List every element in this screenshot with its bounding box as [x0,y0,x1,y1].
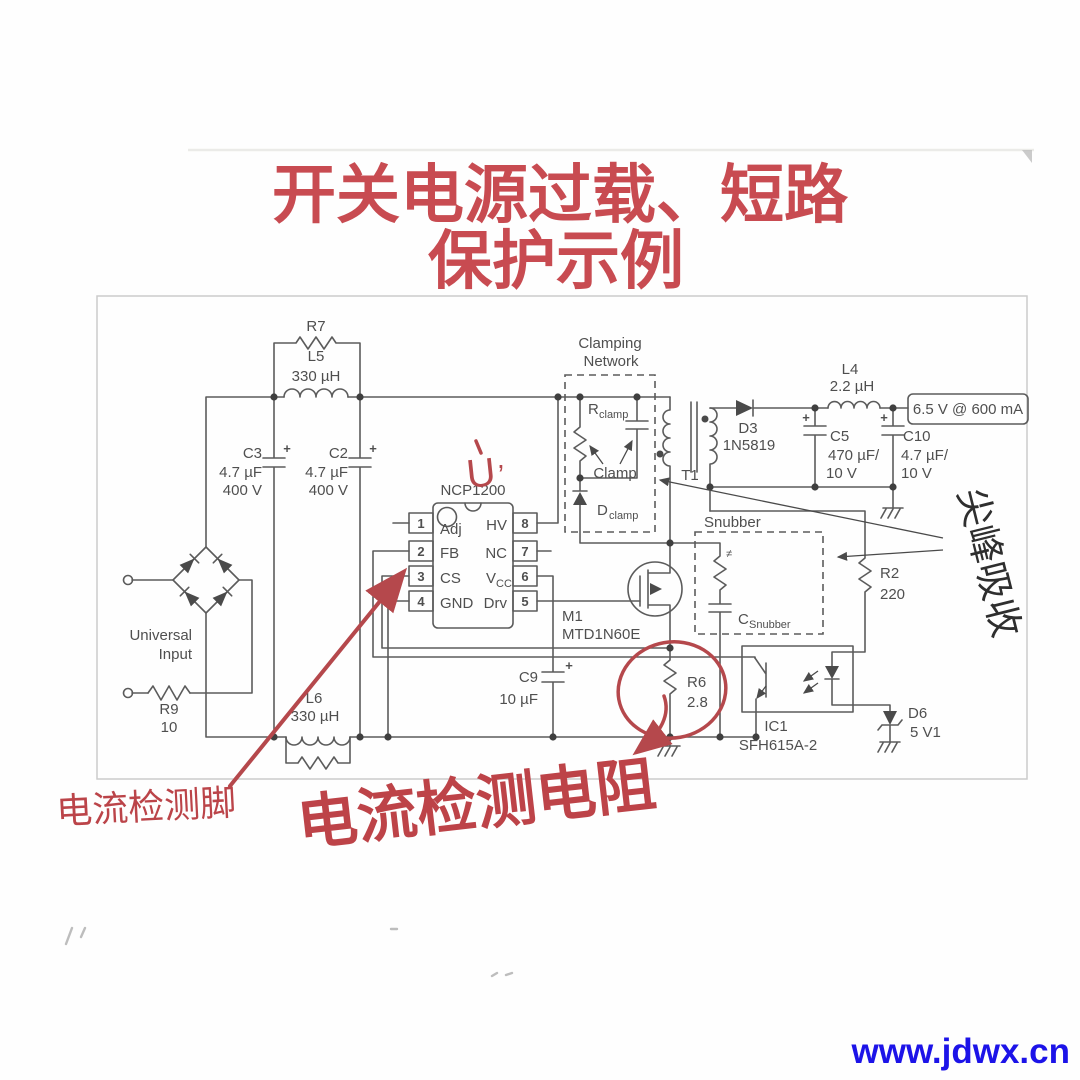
label-c9-value: 10 µF [499,691,538,708]
label-c2: C2 [329,445,348,462]
label-rclamp: R [588,401,599,418]
r6-highlight-circle [616,640,728,740]
label-snubber: Snubber [704,514,761,531]
c2-plus-mark: + [369,441,377,456]
label-c5: C5 [830,428,849,445]
label-csnubber-sub: Snubber [749,619,791,631]
label-clamping: Clamping [578,335,641,352]
c9-plus-mark: + [565,658,573,673]
neq-mark: ≠ [726,548,732,560]
label-r9: R9 [159,701,178,718]
label-d6: D6 [908,705,927,722]
label-input: Input [159,646,193,663]
c5-plus-mark: + [802,410,810,425]
output-rating: 6.5 V @ 600 mA [913,401,1023,418]
pin-7: 7 [521,544,528,559]
circuit-wires [122,336,1029,770]
label-l4: L4 [842,361,859,378]
label-l6: L6 [306,690,323,707]
label-c3-voltage: 400 V [223,482,262,499]
label-d3-value: 1N5819 [723,437,776,454]
label-c10-voltage: 10 V [901,465,932,482]
ic-ncp1200 [408,502,538,629]
label-r2: R2 [880,565,899,582]
label-universal: Universal [129,627,192,644]
pin-label-nc: NC [485,545,507,562]
u-handwritten-tick: , [497,443,505,474]
label-ic1: IC1 [764,718,787,735]
label-r6-value: 2.8 [687,694,708,711]
label-l5: L5 [308,348,325,365]
label-c3: C3 [243,445,262,462]
label-l4-value: 2.2 µH [830,378,875,395]
pin-3: 3 [417,569,424,584]
pin-label-fb: FB [440,545,459,562]
watermark: www.jdwx.cn [851,1032,1070,1071]
pin-2: 2 [417,544,424,559]
label-c9: C9 [519,669,538,686]
label-c3-value: 4.7 µF [219,464,262,481]
sense-resistor-note: 电流检测电阻 [294,751,659,858]
pin-8: 8 [521,516,528,531]
label-l5-value: 330 µH [292,368,341,385]
title-line1: 开关电源过载、短路 [272,159,849,231]
label-l6-value: 330 µH [291,708,340,725]
label-dclamp: D [597,502,608,519]
label-c5-value: 470 µF/ [828,447,880,464]
pin-label-cs: CS [440,570,461,587]
component-labels: R7 L5 330 µH C3 4.7 µF 400 V + C2 4.7 µF… [129,318,1023,754]
c3-plus-mark: + [283,441,291,456]
pin-1: 1 [417,516,424,531]
label-network: Network [583,353,639,370]
label-r6: R6 [687,674,706,691]
label-c5-voltage: 10 V [826,465,857,482]
label-c10: C10 [903,428,931,445]
label-csnubber: C [738,611,749,628]
pin-label-hv: HV [486,517,507,534]
label-d3: D3 [738,420,757,437]
r6-pointer-arrow [632,694,673,756]
label-m1-value: MTD1N60E [562,626,640,643]
pin-label-gnd: GND [440,595,474,612]
page-artifacts [64,148,1034,978]
c10-plus-mark: + [880,410,888,425]
pin-label-vcc-sub: CC [496,578,512,590]
cs-pin-pointer-line [228,567,408,788]
pin-label-drv: Drv [484,595,508,612]
label-c2-value: 4.7 µF [305,464,348,481]
schematic-frame [96,295,1028,780]
label-m1: M1 [562,608,583,625]
label-ic1-value: SFH615A-2 [739,737,817,754]
pin-4: 4 [417,594,425,609]
label-rclamp-sub: clamp [599,409,628,421]
title-line2: 保护示例 [428,225,684,297]
pin-label-vcc: V [486,570,496,587]
label-c10-value: 4.7 µF/ [901,447,949,464]
pin-label-adj: Adj [440,521,462,538]
label-c2-voltage: 400 V [309,482,348,499]
label-dclamp-sub: clamp [609,510,638,522]
cs-pin-note: 电流检测脚 [55,782,237,832]
label-r7: R7 [306,318,325,335]
pin-5: 5 [521,594,528,609]
label-r2-value: 220 [880,586,905,603]
label-r9-value: 10 [161,719,178,736]
label-clamp: Clamp [593,465,636,482]
label-d6-value: 5 V1 [910,724,941,741]
pin-6: 6 [521,569,528,584]
spike-absorb-text: 尖峰吸收 [949,484,1027,642]
label-t1: T1 [681,467,699,484]
label-ic-name: NCP1200 [440,482,505,499]
u-handwritten-mark: U [464,450,497,497]
